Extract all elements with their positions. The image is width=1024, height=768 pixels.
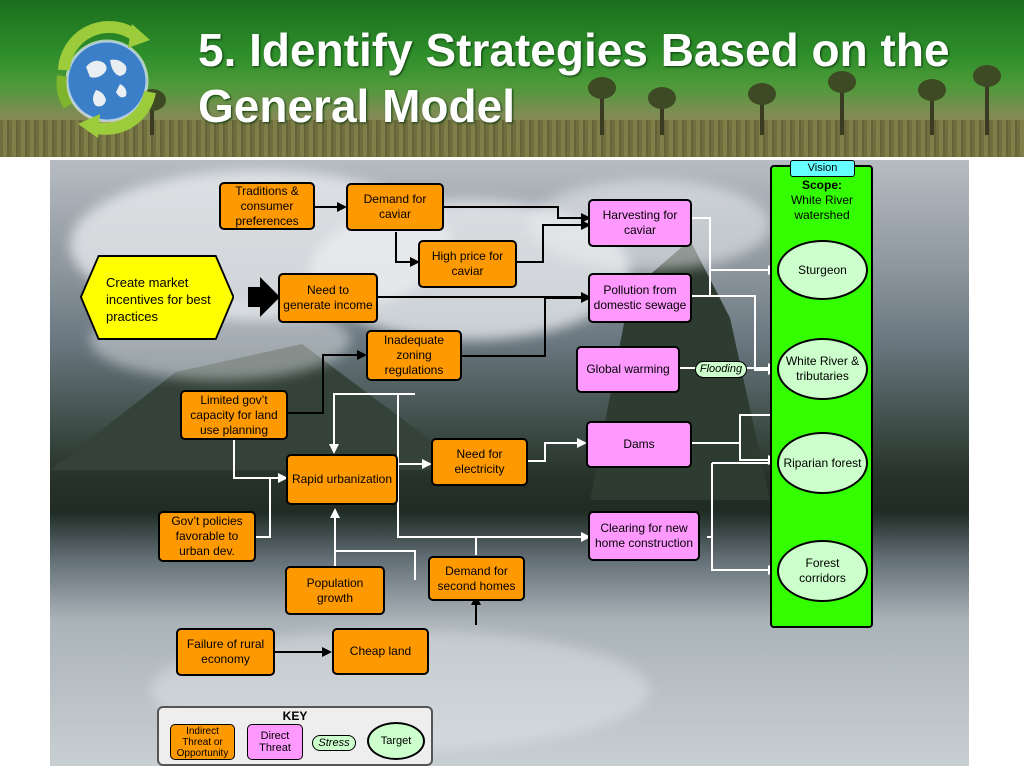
scope-label: Scope: White River watershed	[773, 178, 871, 223]
target-white-river: White River & tributaries	[777, 338, 868, 400]
factor-demand-second-homes: Demand for second homes	[428, 556, 525, 601]
strategy-hexagon: Create market incentives for best practi…	[80, 255, 234, 340]
factor-cheap-land: Cheap land	[332, 628, 429, 675]
threat-pollution: Pollution from domestic sewage	[588, 273, 692, 323]
header-banner	[0, 0, 1024, 157]
factor-gov-policies: Gov’t policies favorable to urban dev.	[158, 511, 256, 562]
factor-demand-caviar: Demand for caviar	[346, 183, 444, 231]
key-indirect: Indirect Threat or Opportunity	[170, 724, 235, 760]
vision-tab: Vision	[790, 160, 855, 177]
threat-global-warming: Global warming	[576, 346, 680, 393]
target-sturgeon: Sturgeon	[777, 240, 868, 300]
strategy-label: Create market incentives for best practi…	[106, 275, 211, 324]
scope-value: White River watershed	[790, 193, 853, 222]
factor-inadequate-zoning: Inadequate zoning regulations	[366, 330, 462, 381]
key-target: Target	[367, 722, 425, 760]
threat-clearing: Clearing for new home construction	[588, 511, 700, 561]
key-stress: Stress	[312, 735, 356, 751]
factor-traditions: Traditions & consumer preferences	[219, 182, 315, 230]
globe-recycle-arrows-icon	[56, 21, 156, 138]
slide-title: 5. Identify Strategies Based on the Gene…	[198, 24, 950, 132]
factor-need-income: Need to generate income	[278, 273, 378, 323]
factor-need-electricity: Need for electricity	[431, 438, 528, 486]
scope-heading: Scope:	[801, 178, 842, 192]
legend-key: KEY Indirect Threat or Opportunity Direc…	[157, 706, 433, 766]
threat-dams: Dams	[586, 421, 692, 468]
factor-failure-rural: Failure of rural economy	[176, 628, 275, 676]
strategy-arrow-icon	[248, 277, 280, 317]
key-direct: Direct Threat	[247, 724, 303, 760]
factor-limited-gov: Limited gov’t capacity for land use plan…	[180, 390, 288, 440]
factor-population-growth: Population growth	[285, 566, 385, 615]
target-riparian-forest: Riparian forest	[777, 432, 868, 494]
threat-harvesting: Harvesting for caviar	[588, 199, 692, 247]
key-title: KEY	[282, 709, 308, 723]
target-forest-corridors: Forest corridors	[777, 540, 868, 602]
factor-rapid-urbanization: Rapid urbanization	[286, 454, 398, 505]
factor-high-price: High price for caviar	[418, 240, 517, 288]
stress-flooding: Flooding	[695, 361, 747, 378]
